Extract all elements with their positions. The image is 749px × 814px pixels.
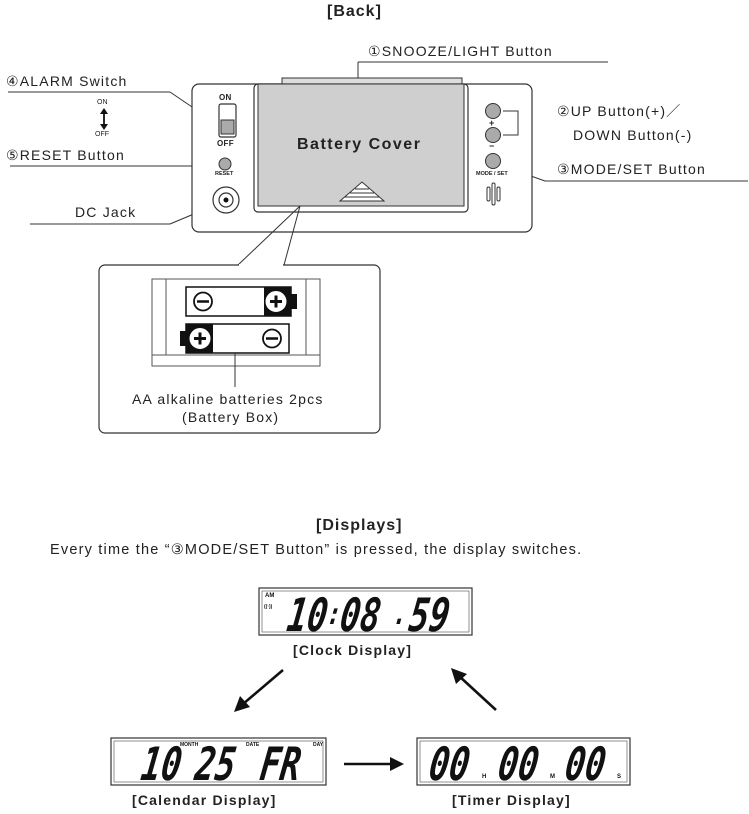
calendar-date-tag: DATE	[246, 742, 260, 748]
snooze-light-label: ①SNOOZE/LIGHT Button	[368, 43, 553, 59]
alarm-switch-label: ④ALARM Switch	[6, 73, 128, 89]
reset-button-label: ⑤RESET Button	[6, 147, 125, 163]
battery-caption-line2: (Battery Box)	[182, 409, 280, 425]
dc-jack-label: DC Jack	[75, 204, 137, 220]
clock-seconds: 59	[405, 588, 454, 642]
clock-hours: 10	[283, 588, 332, 642]
clock-minutes: 08	[336, 588, 385, 642]
clock-alarm-icon: ((·))	[264, 604, 273, 610]
timer-seconds-tag: S	[617, 774, 622, 780]
calendar-day: FR	[256, 737, 305, 791]
reset-small-text: RESET	[215, 171, 234, 177]
mode-set-button-label: ③MODE/SET Button	[557, 161, 706, 177]
calendar-date: 25	[191, 737, 240, 791]
mode-set-small-text: MODE / SET	[476, 171, 508, 177]
clock-am-indicator: AM	[265, 593, 275, 599]
switch-on-text: ON	[219, 93, 232, 102]
switch-off-text: OFF	[217, 139, 234, 148]
calendar-month-tag: MONTH	[180, 742, 199, 748]
displays-section-title: [Displays]	[316, 517, 403, 534]
calendar-display-caption: [Calendar Display]	[132, 792, 277, 808]
calendar-month: 10	[137, 737, 186, 791]
timer-display-caption: [Timer Display]	[452, 792, 571, 808]
calendar-day-tag: DAY	[313, 742, 324, 748]
timer-hours-tag: H	[482, 774, 487, 780]
plus-sign: +	[489, 118, 495, 128]
battery-caption-line1: AA alkaline batteries 2pcs	[132, 391, 324, 407]
displays-subtitle: Every time the “③MODE/SET Button” is pre…	[50, 542, 583, 558]
minus-sign: −	[489, 141, 495, 151]
clock-display-caption: [Clock Display]	[293, 642, 413, 658]
back-section-title: [Back]	[327, 3, 382, 20]
battery-cover-label: Battery Cover	[297, 136, 422, 153]
timer-minutes-tag: M	[550, 774, 555, 780]
timer-seconds: 00	[561, 737, 610, 791]
timer-minutes: 00	[494, 737, 543, 791]
timer-hours: 00	[425, 737, 474, 791]
legend-off-text: OFF	[95, 131, 109, 138]
up-down-button-label: ②UP Button(+)／	[557, 103, 682, 119]
down-button-label: DOWN Button(-)	[573, 127, 693, 143]
legend-on-text: ON	[97, 99, 108, 106]
